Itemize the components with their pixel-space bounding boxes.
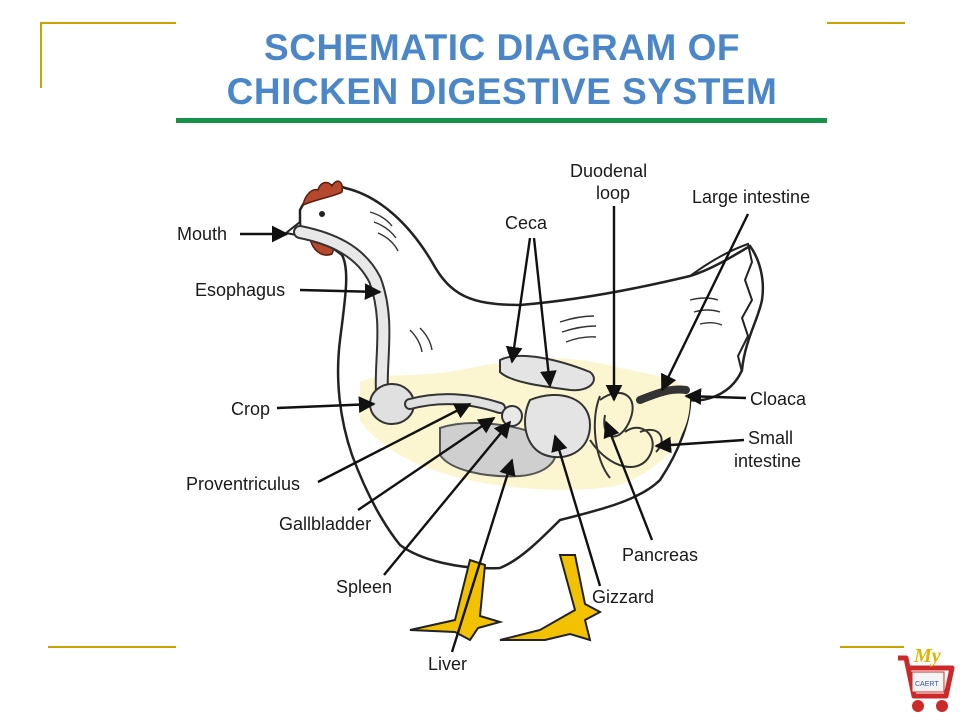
arrow-gizzard	[551, 434, 602, 587]
arrow-esophagus	[299, 283, 382, 301]
arrow-cloaca	[684, 388, 747, 405]
label-duodenal-loop-line2: loop	[596, 183, 630, 203]
frame-bottom-left-line	[48, 646, 176, 648]
labels: Mouth Esophagus Crop Proventriculus Gall…	[177, 161, 810, 674]
gizzard-organ	[524, 394, 592, 459]
label-crop: Crop	[231, 399, 270, 419]
arrow-small-intestine	[654, 436, 745, 454]
frame-left-vertical-line	[40, 22, 42, 88]
diagram-title: SCHEMATIC DIAGRAM OF CHICKEN DIGESTIVE S…	[176, 26, 828, 114]
legs	[409, 554, 603, 642]
frame-bottom-right-line	[840, 646, 904, 648]
label-small-intestine-line2: intestine	[734, 451, 801, 471]
label-proventriculus: Proventriculus	[186, 474, 300, 494]
title-line-2: CHICKEN DIGESTIVE SYSTEM	[226, 71, 778, 112]
frame-top-right-line	[827, 22, 905, 24]
label-liver: Liver	[428, 654, 467, 674]
label-pancreas: Pancreas	[622, 545, 698, 565]
tail-feathers	[689, 242, 754, 373]
gallbladder-organ	[501, 405, 523, 427]
eye	[319, 211, 325, 217]
logo-text-brand: CAERT	[915, 681, 939, 688]
label-gizzard: Gizzard	[592, 587, 654, 607]
label-gallbladder: Gallbladder	[279, 514, 371, 534]
leader-arrows	[240, 206, 750, 653]
arrow-crop	[276, 396, 376, 414]
arrow-pancreas	[603, 420, 654, 541]
label-duodenal-loop-line1: Duodenal	[570, 161, 647, 181]
label-spleen: Spleen	[336, 577, 392, 597]
label-cloaca: Cloaca	[750, 389, 807, 409]
arrow-large-intestine	[660, 213, 750, 392]
arrow-gallbladder	[357, 417, 496, 511]
frame-top-left-line	[40, 22, 176, 24]
label-mouth: Mouth	[177, 224, 227, 244]
logo-text-my: My	[913, 645, 941, 667]
title-underline	[176, 118, 827, 123]
arrow-ceca-2	[532, 237, 557, 388]
left-leg	[409, 558, 504, 642]
comb	[301, 180, 344, 207]
label-small-intestine-line1: Small	[748, 428, 793, 448]
label-esophagus: Esophagus	[195, 280, 285, 300]
label-ceca: Ceca	[505, 213, 548, 233]
arrow-ceca-1	[505, 237, 532, 364]
arrow-liver	[450, 458, 516, 653]
arrow-spleen	[383, 420, 512, 576]
title-line-1: SCHEMATIC DIAGRAM OF	[264, 27, 740, 68]
label-large-intestine: Large intestine	[692, 187, 810, 207]
arrow-proventriculus	[317, 402, 472, 484]
right-leg	[499, 554, 603, 642]
feather-strokes	[369, 211, 723, 353]
mycaert-logo: My CAERT	[898, 645, 955, 712]
